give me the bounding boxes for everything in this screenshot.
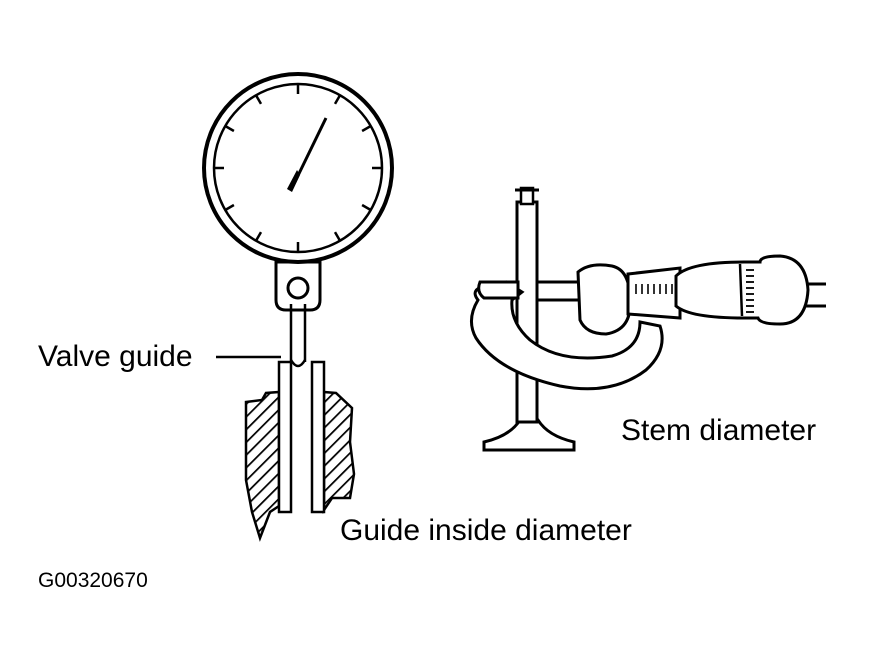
gauge-pivot	[286, 276, 310, 300]
cylinder-head-left	[244, 390, 281, 542]
micrometer-frame	[470, 280, 664, 391]
dial-tick	[361, 124, 372, 133]
dial-face	[212, 82, 384, 254]
dial-tick	[254, 231, 263, 242]
guide-inside-diameter-label: Guide inside diameter	[340, 514, 632, 547]
valve-guide-section	[244, 359, 356, 542]
cylinder-head-right	[322, 390, 356, 515]
valve-head	[482, 418, 576, 452]
dial-tick	[224, 203, 235, 212]
valve-stem	[515, 200, 539, 424]
dial-tick	[361, 203, 372, 212]
micrometer-assembly	[470, 186, 826, 452]
valve-guide-label: Valve guide	[38, 340, 193, 373]
dial-bore-gauge	[202, 72, 394, 362]
figure-code: G00320670	[38, 569, 148, 592]
dial-ticks	[214, 84, 382, 252]
dial-tick	[333, 94, 342, 105]
micrometer-ratchet	[806, 282, 826, 308]
dial-tick	[333, 231, 342, 242]
stem-diameter-label: Stem diameter	[621, 414, 817, 447]
dial-tick	[224, 124, 235, 133]
dial-tick	[254, 94, 263, 105]
